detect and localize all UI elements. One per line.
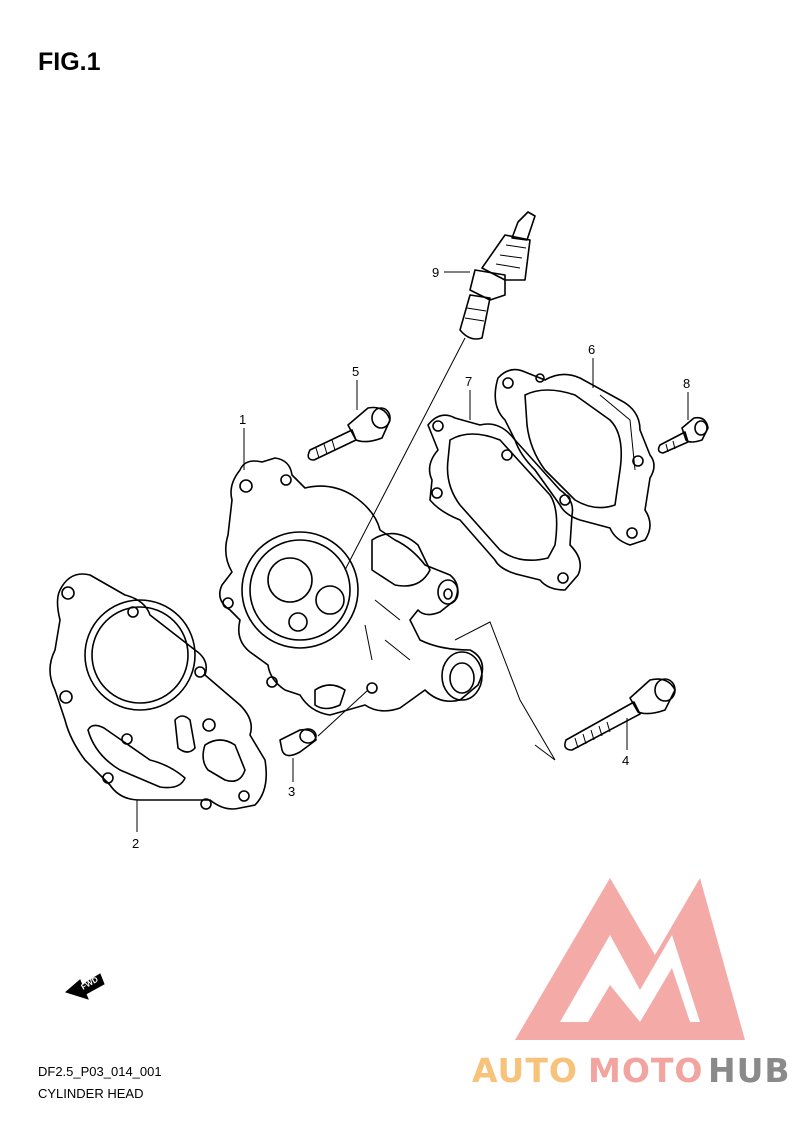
callout-9: 9: [432, 265, 439, 280]
long-bolt-drawing: [454, 621, 676, 761]
watermark-logo: [515, 878, 745, 1040]
callout-3: 3: [288, 784, 295, 799]
callout-1: 1: [239, 412, 246, 427]
figure-name: CYLINDER HEAD: [38, 1086, 144, 1101]
callout-8: 8: [683, 376, 690, 391]
cover-bolt-drawing: [657, 416, 709, 454]
watermark-text-moto: MOTO: [588, 1051, 703, 1090]
callout-6: 6: [588, 342, 595, 357]
callout-5: 5: [352, 364, 359, 379]
figure-code: DF2.5_P03_014_001: [38, 1064, 162, 1079]
figure-title: FIG.1: [38, 48, 101, 76]
watermark-text-auto: AUTO: [472, 1051, 578, 1090]
head-gasket-drawing: [49, 573, 268, 810]
callout-2: 2: [132, 836, 139, 851]
cover-gasket-drawing: [427, 414, 581, 591]
spark-plug-drawing: [344, 211, 536, 571]
short-bolt-drawing: [307, 406, 391, 461]
callout-4: 4: [622, 753, 629, 768]
callout-7: 7: [465, 374, 472, 389]
cylinder-head-cover-drawing: [494, 368, 655, 546]
fwd-arrow: FWD: [64, 973, 105, 1000]
cylinder-head-drawing: [219, 457, 484, 716]
dowel-pin-drawing: [279, 689, 369, 757]
watermark-text-hub: HUB: [708, 1051, 791, 1090]
